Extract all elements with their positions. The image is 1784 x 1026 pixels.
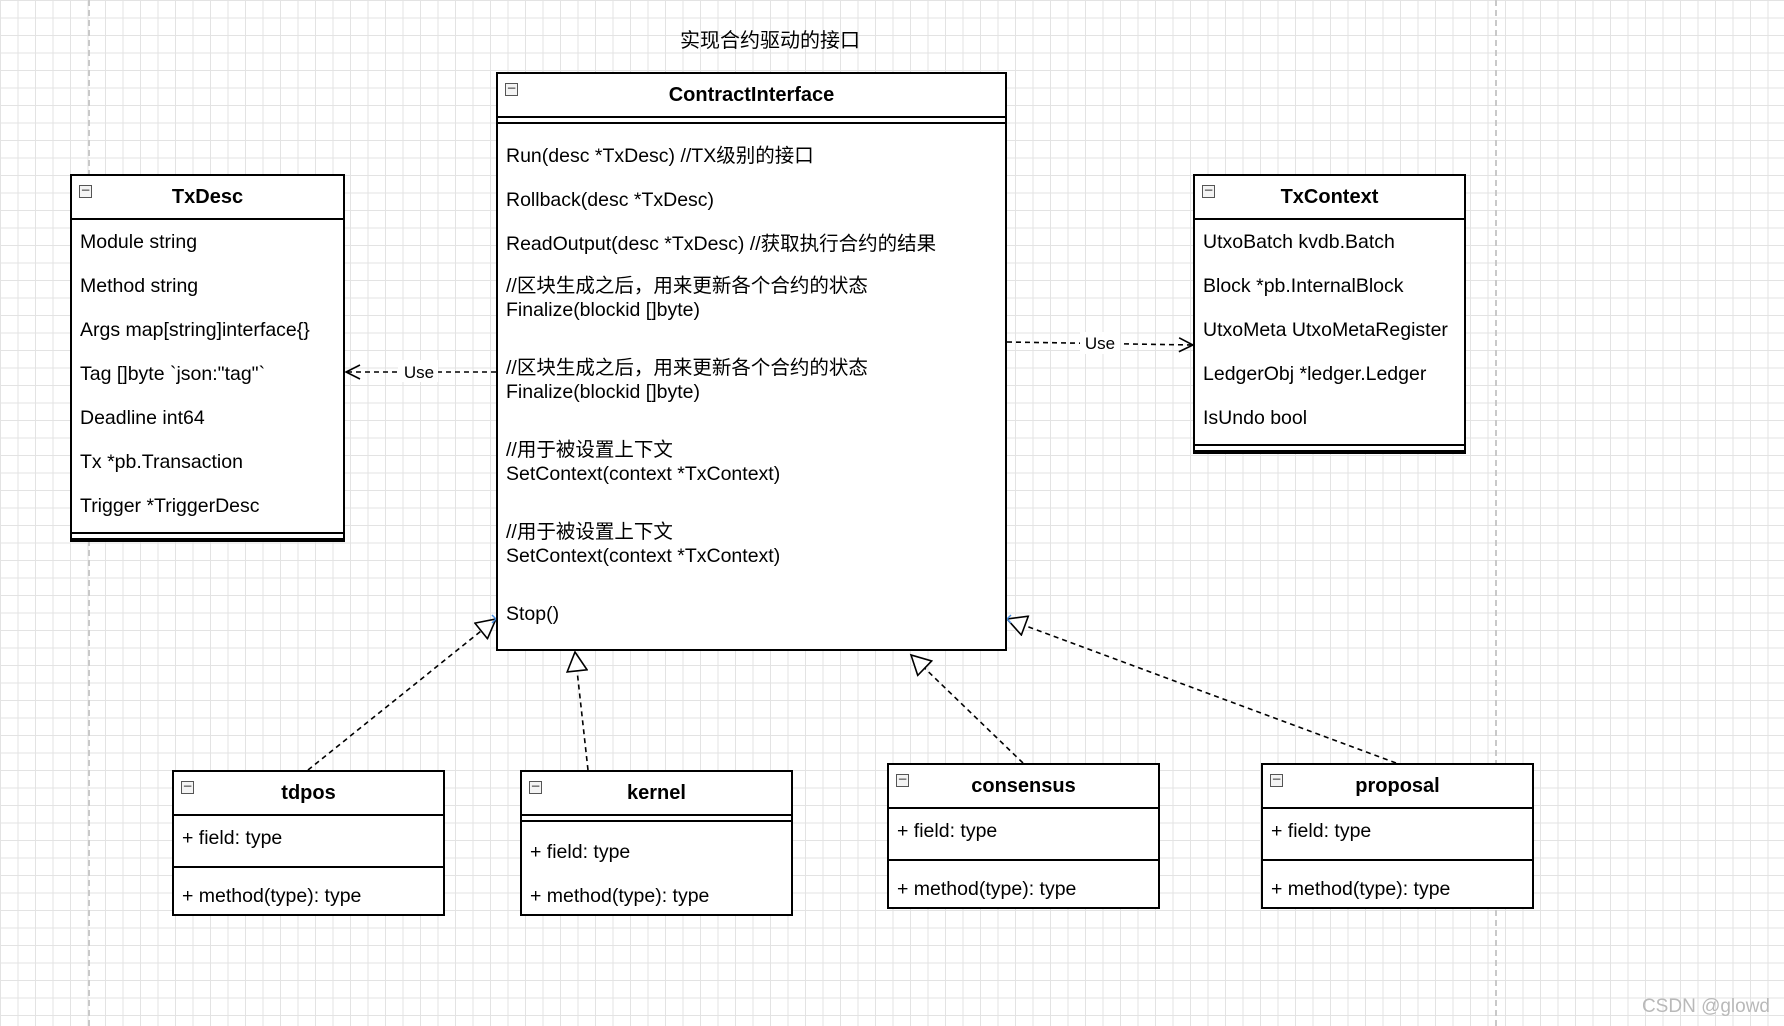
member-field: UtxoBatch kvdb.Batch bbox=[1203, 231, 1395, 253]
page-boundary-right bbox=[1495, 0, 1497, 1026]
class-txcontext[interactable]: − TxContext UtxoBatch kvdb.Batch Block *… bbox=[1193, 174, 1466, 454]
use-label-left: Use bbox=[404, 363, 434, 382]
member-field: + field: type bbox=[530, 841, 631, 863]
member-field: + field: type bbox=[1271, 820, 1372, 842]
member-field: + field: type bbox=[897, 820, 998, 842]
class-name: TxContext bbox=[1280, 186, 1379, 208]
section-divider bbox=[1263, 859, 1532, 861]
class-header[interactable]: − tdpos bbox=[174, 772, 443, 816]
section-divider bbox=[72, 532, 343, 540]
collapse-minus-icon[interactable]: − bbox=[1270, 772, 1283, 787]
class-header[interactable]: − TxDesc bbox=[72, 176, 343, 220]
class-header[interactable]: − kernel bbox=[522, 772, 791, 816]
realization-kernel[interactable] bbox=[575, 652, 589, 771]
member-method: + method(type): type bbox=[530, 885, 710, 907]
class-header[interactable]: − consensus bbox=[889, 765, 1158, 809]
member-setcontext: SetContext(context *TxContext) bbox=[506, 463, 781, 485]
member-field: LedgerObj *ledger.Ledger bbox=[1203, 363, 1427, 385]
class-txdesc[interactable]: − TxDesc Module string Method string Arg… bbox=[70, 174, 345, 542]
realization-consensus[interactable] bbox=[911, 655, 1024, 764]
member-field: + field: type bbox=[182, 827, 283, 849]
member-method: + method(type): type bbox=[897, 878, 1077, 900]
realization-proposal[interactable] bbox=[1007, 619, 1397, 764]
member-method: + method(type): type bbox=[1271, 878, 1451, 900]
member-comment: //区块生成之后，用来更新各个合约的状态 bbox=[506, 357, 868, 379]
class-name: TxDesc bbox=[171, 186, 244, 208]
member-readoutput: ReadOutput(desc *TxDesc) //获取执行合约的结果 bbox=[506, 233, 937, 255]
class-name: ContractInterface bbox=[668, 84, 835, 106]
member-field: Args map[string]interface{} bbox=[80, 319, 310, 341]
use-label-bg-right bbox=[1080, 332, 1120, 354]
member-comment: //用于被设置上下文 bbox=[506, 521, 673, 543]
collapse-minus-icon[interactable]: − bbox=[1202, 183, 1215, 198]
member-stop: Stop() bbox=[506, 603, 560, 625]
class-header[interactable]: − proposal bbox=[1263, 765, 1532, 809]
section-divider bbox=[174, 866, 443, 868]
member-setcontext: SetContext(context *TxContext) bbox=[506, 545, 781, 567]
class-header[interactable]: − ContractInterface bbox=[498, 74, 1005, 118]
member-finalize: Finalize(blockid []byte) bbox=[506, 299, 700, 321]
member-field: Block *pb.InternalBlock bbox=[1203, 275, 1404, 297]
member-comment: //区块生成之后，用来更新各个合约的状态 bbox=[506, 275, 868, 297]
collapse-minus-icon[interactable]: − bbox=[181, 779, 194, 794]
member-field: Method string bbox=[80, 275, 199, 297]
collapse-minus-icon[interactable]: − bbox=[79, 183, 92, 198]
class-tdpos[interactable]: − tdpos + field: type + method(type): ty… bbox=[172, 770, 445, 916]
section-divider bbox=[498, 116, 1005, 124]
class-proposal[interactable]: − proposal + field: type + method(type):… bbox=[1261, 763, 1534, 909]
section-divider bbox=[1195, 444, 1464, 452]
section-divider bbox=[522, 814, 791, 822]
class-name: tdpos bbox=[281, 782, 336, 804]
member-field: UtxoMeta UtxoMetaRegister bbox=[1203, 319, 1448, 341]
watermark: CSDN @glowd bbox=[1641, 996, 1770, 1017]
class-consensus[interactable]: − consensus + field: type + method(type)… bbox=[887, 763, 1160, 909]
member-method: + method(type): type bbox=[182, 885, 362, 907]
member-field: Tag []byte `json:"tag"` bbox=[80, 363, 266, 385]
realization-tdpos[interactable] bbox=[307, 619, 496, 771]
class-kernel[interactable]: − kernel + field: type + method(type): t… bbox=[520, 770, 793, 916]
class-name: consensus bbox=[971, 775, 1076, 797]
member-field: IsUndo bool bbox=[1203, 407, 1308, 429]
member-field: Deadline int64 bbox=[80, 407, 205, 429]
collapse-minus-icon[interactable]: − bbox=[505, 81, 518, 96]
use-label-right: Use bbox=[1085, 334, 1115, 353]
member-field: Tx *pb.Transaction bbox=[80, 451, 243, 473]
diagram-title: 实现合约驱动的接口 bbox=[680, 30, 860, 52]
class-name: proposal bbox=[1355, 775, 1440, 797]
section-divider bbox=[889, 859, 1158, 861]
collapse-minus-icon[interactable]: − bbox=[896, 772, 909, 787]
use-label-bg-left bbox=[398, 360, 438, 382]
collapse-minus-icon[interactable]: − bbox=[529, 779, 542, 794]
member-finalize: Finalize(blockid []byte) bbox=[506, 381, 700, 403]
member-run: Run(desc *TxDesc) //TX级别的接口 bbox=[506, 145, 814, 167]
class-header[interactable]: − TxContext bbox=[1195, 176, 1464, 220]
member-comment: //用于被设置上下文 bbox=[506, 439, 673, 461]
member-field: Module string bbox=[80, 231, 198, 253]
class-name: kernel bbox=[627, 782, 686, 804]
class-contract-interface[interactable]: − ContractInterface Run(desc *TxDesc) //… bbox=[496, 72, 1007, 651]
member-field: Trigger *TriggerDesc bbox=[80, 495, 260, 517]
member-rollback: Rollback(desc *TxDesc) bbox=[506, 189, 715, 211]
